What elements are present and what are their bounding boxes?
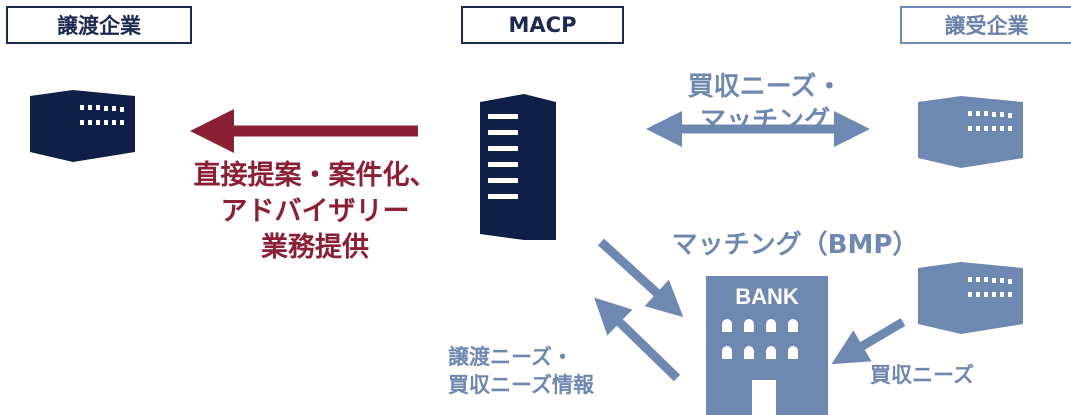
- seller-needs-line-1: 譲渡ニーズ・: [448, 345, 573, 369]
- bank-icon: BANK: [706, 276, 828, 415]
- bank-sign: BANK: [735, 284, 799, 309]
- direct-proposal-line-2: アドバイザリー: [220, 196, 410, 227]
- seller-needs-line-2: 買収ニーズ情報: [448, 373, 594, 397]
- buy-matching-label: 買収ニーズ・ マッチング: [630, 70, 900, 138]
- macp-to-bank-arrow: [597, 238, 684, 318]
- bmp-matching-label: マッチング（BMP）: [671, 230, 919, 260]
- buyer-company-header: 譲受企業: [900, 6, 1071, 44]
- macp-tower-icon: [480, 94, 556, 240]
- buy-matching-line-1: 買収ニーズ・: [687, 72, 843, 102]
- direct-proposal-line-1: 直接提案・案件化、: [193, 160, 437, 191]
- buyer-building-2-icon: [918, 262, 1023, 334]
- seller-building-icon: [30, 90, 135, 162]
- seller-company-header: 譲渡企業: [6, 6, 192, 44]
- buyer-to-bank-arrow: [831, 318, 906, 365]
- buyer-building-icon: [918, 96, 1023, 168]
- macp-header: MACP: [461, 6, 624, 44]
- seller-needs-label: 譲渡ニーズ・ 買収ニーズ情報: [448, 343, 688, 399]
- direct-proposal-label: 直接提案・案件化、 アドバイザリー 業務提供: [170, 158, 460, 266]
- buy-needs-label: 買収ニーズ: [870, 363, 974, 387]
- buy-matching-line-2: マッチング: [699, 106, 830, 136]
- bank-to-macp-arrow: [594, 297, 681, 382]
- direct-proposal-line-3: 業務提供: [261, 232, 369, 263]
